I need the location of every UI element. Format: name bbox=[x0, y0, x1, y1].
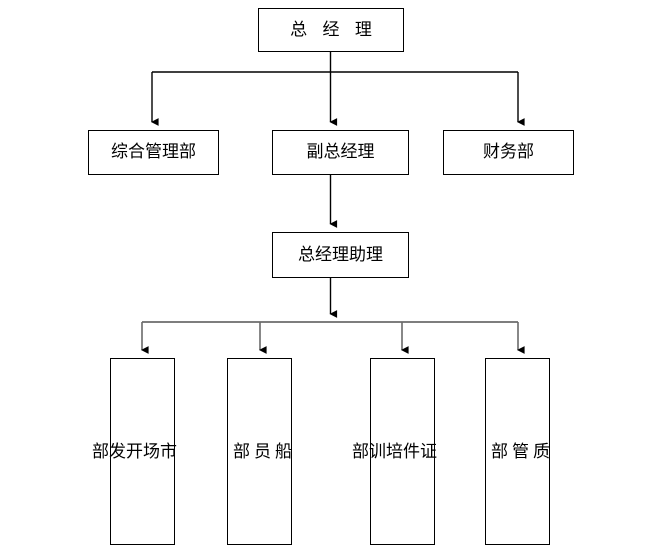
node-label-char: 质 bbox=[529, 442, 549, 459]
node-label-char: 开 bbox=[122, 442, 142, 459]
edge-gm-to-row2 bbox=[150, 52, 525, 126]
node-comprehensive-management-dept[interactable]: 综合管理部 bbox=[88, 130, 219, 175]
node-label: 总 经 理 bbox=[290, 19, 377, 40]
node-label: 市场开发部 bbox=[88, 369, 176, 532]
node-general-manager-assistant[interactable]: 总经理助理 bbox=[272, 232, 409, 278]
node-label-char: 员 bbox=[250, 442, 270, 459]
node-finance-dept[interactable]: 财务部 bbox=[443, 130, 574, 175]
node-label-char: 船 bbox=[271, 442, 291, 459]
node-label-char: 证 bbox=[416, 442, 436, 459]
node-label: 综合管理部 bbox=[111, 142, 196, 163]
node-label-char: 管 bbox=[508, 442, 528, 459]
node-label-char: 部 bbox=[88, 442, 108, 459]
node-market-development-dept[interactable]: 市场开发部 bbox=[88, 358, 176, 545]
node-certificate-training-dept[interactable]: 证件培训部 bbox=[348, 358, 436, 545]
node-quality-management-dept[interactable]: 质管部 bbox=[485, 358, 550, 545]
node-label: 副总经理 bbox=[306, 142, 375, 163]
node-label-char: 部 bbox=[229, 442, 249, 459]
node-label-char: 场 bbox=[139, 442, 159, 459]
node-label-char: 部 bbox=[348, 442, 368, 459]
node-label: 船员部 bbox=[228, 369, 291, 532]
edge-assistant-to-row4 bbox=[140, 278, 525, 354]
node-label: 质管部 bbox=[486, 369, 549, 532]
node-label-char: 件 bbox=[399, 442, 419, 459]
node-label-char: 发 bbox=[105, 442, 125, 459]
node-label-char: 训 bbox=[365, 442, 385, 459]
node-label: 证件培训部 bbox=[348, 369, 436, 532]
node-label-char: 培 bbox=[382, 442, 402, 459]
node-crew-dept[interactable]: 船员部 bbox=[227, 358, 292, 545]
node-label: 总经理助理 bbox=[298, 244, 383, 265]
node-deputy-general-manager[interactable]: 副总经理 bbox=[272, 130, 409, 175]
node-label: 财务部 bbox=[483, 142, 534, 163]
node-label-char: 市 bbox=[156, 442, 176, 459]
node-label-char: 部 bbox=[487, 442, 507, 459]
node-general-manager[interactable]: 总 经 理 bbox=[258, 8, 404, 52]
